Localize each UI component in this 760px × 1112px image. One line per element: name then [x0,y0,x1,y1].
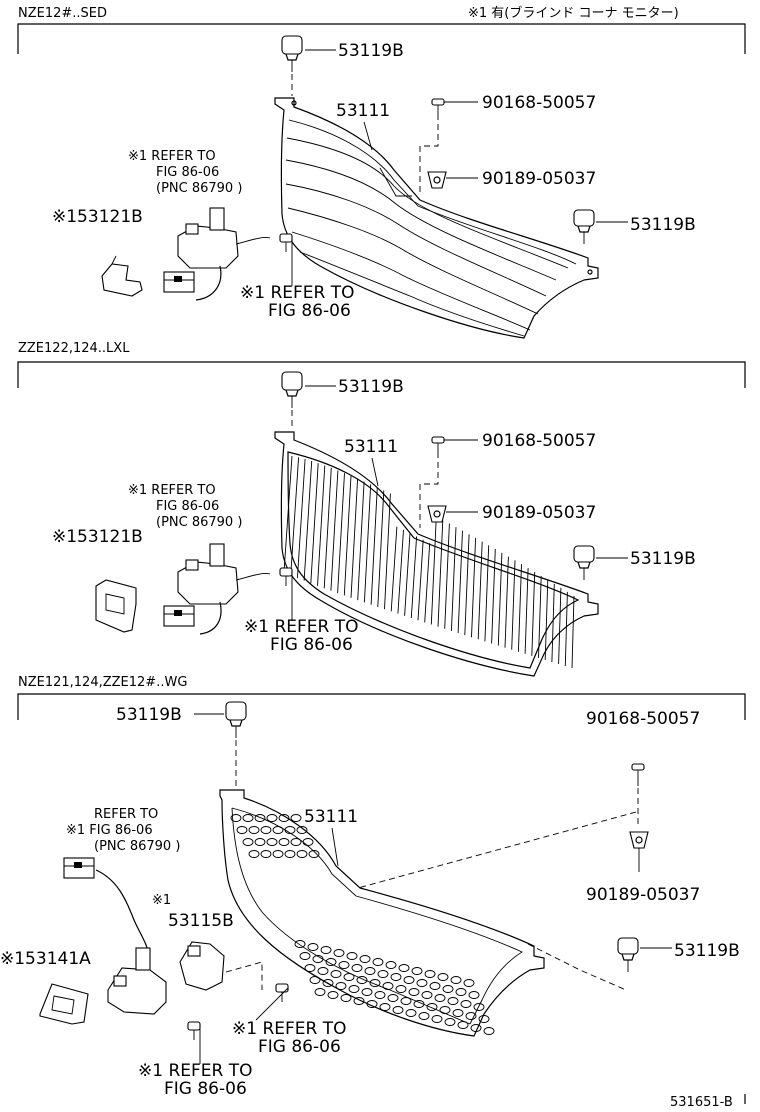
bracket2-label: 53115B [168,911,234,931]
ref-a-line1: ※1 REFER TO [128,149,216,164]
bracket-label: ※153121B [52,527,143,547]
small-screw-part [279,233,293,286]
section-lxl: ZZE122,124..LXL 53119B 53111 90168-50057 [17,341,746,677]
ref-a-line1: ※1 REFER TO [128,483,216,498]
nut-part [427,505,478,523]
screw-part [631,763,645,828]
small-screw-part [279,567,293,620]
nut-part [357,811,649,889]
clip-right-part [573,209,628,244]
ref-a-line1: REFER TO [94,807,158,822]
section-title: NZE12#..SED [18,6,107,21]
bracket-label: ※153121B [52,207,143,227]
ref-a-line3: (PNC 86790 ) [156,181,242,196]
top-note: ※1 有(ブラインド コーナ モニター) [468,5,679,21]
bracket-part [95,579,137,633]
ref-a-line2: FIG 86-06 [156,499,219,514]
grille-label: 53111 [344,437,398,457]
bracket2-part [179,941,263,991]
clip-right-label: 53119B [674,941,740,961]
section-bracket [17,693,746,720]
ref-c-line2: FIG 86-06 [164,1079,247,1099]
section-title: NZE121,124,ZZE12#..WG [18,675,187,690]
section-bracket [17,361,746,388]
screw-part [419,98,478,196]
clip-top-part [281,35,303,96]
ref-b-line1: ※1 REFER TO [240,283,355,303]
ref-b-line2: FIG 86-06 [270,635,353,655]
grille-label: 53111 [336,101,390,121]
ref-c-line1: ※1 REFER TO [138,1061,253,1081]
ref-b-line1: ※1 REFER TO [232,1019,347,1039]
clip-right-label: 53119B [630,549,696,569]
ref-b-line1: ※1 REFER TO [244,617,359,637]
clip-right-part [527,937,672,991]
sensor-part [177,207,271,301]
bracket2-mark: ※1 [152,893,171,908]
clip-right-part [573,545,628,580]
ref-a-line2: ※1 FIG 86-06 [66,823,153,838]
bracket-label: ※153141A [0,949,91,969]
clip-top-part [281,371,303,430]
section-sed: NZE12#..SED 53119B 53111 [17,6,746,339]
screw-label: 90168-50057 [586,709,700,729]
nut-label: 90189-05037 [482,169,596,189]
bracket-part [101,255,143,297]
nut-label: 90189-05037 [586,885,700,905]
grille-horizontal-slats [274,97,599,339]
sensor-part [107,947,167,1015]
grille-vertical-slats [274,431,599,677]
bracket-part [39,983,89,1025]
section-bracket [17,23,746,54]
small-screw-part [187,983,289,1064]
clip-top-part [194,701,247,788]
section-wg: NZE121,124,ZZE12#..WG 53119B 53111 90168… [0,675,746,1104]
grille-mesh [219,789,545,1037]
screw-part [419,436,478,528]
clip-right-label: 53119B [630,215,696,235]
ref-a-line3: (PNC 86790 ) [156,515,242,530]
ref-b-line2: FIG 86-06 [258,1037,341,1057]
screw-label: 90168-50057 [482,93,596,113]
ref-b-line2: FIG 86-06 [268,301,351,321]
connector-part [163,271,195,293]
ref-a-line3: (PNC 86790 ) [94,839,180,854]
grille-label: 53111 [304,807,358,827]
sensor-part [177,543,271,635]
clip-top-label: 53119B [116,705,182,725]
connector-part [163,605,195,627]
nut-label: 90189-05037 [482,503,596,523]
ref-a-line2: FIG 86-06 [156,165,219,180]
screw-label: 90168-50057 [482,431,596,451]
clip-top-label: 53119B [338,41,404,61]
connector-part [63,857,151,961]
footer-code: 531651-B [670,1095,733,1110]
grille-mesh-cells [230,814,495,1035]
clip-top-label: 53119B [338,377,404,397]
nut-part [427,171,478,189]
section-title: ZZE122,124..LXL [18,341,130,356]
